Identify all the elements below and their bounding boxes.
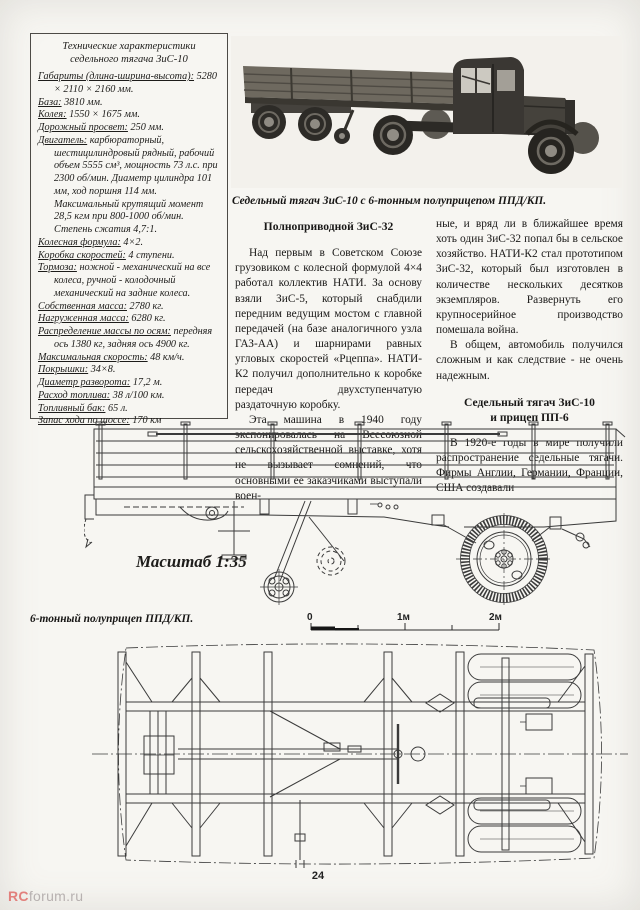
article-heading-zis32: Полноприводной ЗиС-32	[263, 220, 394, 233]
spec-item: Максимальная скорость: 48 км/ч.	[38, 352, 220, 365]
spec-item: Коробка скоростей: 4 ступени.	[38, 250, 220, 263]
heading-line1: Седельный тягач ЗиС-10	[464, 395, 595, 409]
spec-box: Технические характеристики седельного тя…	[30, 33, 228, 426]
spec-item: Двигатель: карбюраторный, шестицилиндров…	[38, 135, 220, 237]
spec-label: Собственная масса:	[38, 300, 127, 312]
spec-item: База: 3810 мм.	[38, 97, 220, 110]
photo-caption: Седельный тягач ЗиС-10 с 6-тонным полупр…	[232, 195, 547, 207]
spec-value: 250 мм.	[130, 122, 164, 133]
article-paragraph: ные, и вряд ли в ближайшее время хоть од…	[436, 218, 623, 337]
spec-item: Распределение массы по осям: передняя ос…	[38, 326, 220, 352]
spec-item: Дорожный просвет: 250 мм.	[38, 122, 220, 135]
spec-item: Покрышки: 34×8.	[38, 364, 220, 377]
spec-label: Максимальная скорость:	[38, 351, 148, 363]
spec-label: Двигатель:	[38, 134, 88, 146]
spec-item: Топливный бак: 65 л.	[38, 403, 220, 416]
spec-value: 65 л.	[107, 402, 128, 414]
spec-label: Нагруженная масса:	[38, 313, 129, 325]
spec-label: Расход топлива:	[38, 389, 111, 401]
spec-value: 170 км	[132, 415, 162, 427]
spec-value: 4×2.	[123, 236, 143, 248]
spec-label: Покрышки:	[38, 364, 89, 376]
trailer-caption: 6-тонный полуприцеп ППД/КП.	[30, 613, 194, 625]
spec-value: 48 км/ч.	[150, 351, 185, 363]
spec-value: передняя ось 1380 кг, задняя ось 4900 кг…	[54, 326, 213, 350]
scalebar-1m: 1м	[397, 612, 410, 623]
spec-value: карбюраторный, шестицилиндровый рядный, …	[54, 134, 218, 235]
scalebar-2m: 2м	[489, 612, 502, 623]
spec-box-title: Технические характеристики седельного тя…	[38, 40, 220, 66]
scalebar-0: 0	[307, 612, 313, 623]
spec-item: Колея: 1550 × 1675 мм.	[38, 109, 220, 122]
spec-label: Колея:	[38, 109, 67, 121]
spec-item: Расход топлива: 38 л/100 км.	[38, 390, 220, 403]
spec-item: Диаметр разворота: 17,2 м.	[38, 377, 220, 390]
spec-item: Собственная масса: 2780 кг.	[38, 301, 220, 314]
spec-label: Колесная формула:	[38, 236, 121, 248]
spec-label: Тормоза:	[38, 262, 77, 274]
spec-label: Топливный бак:	[38, 402, 106, 414]
truck-photo	[231, 36, 622, 188]
spec-item: Нагруженная масса: 6280 кг.	[38, 313, 220, 326]
heading-line2: и прицеп ПП-6	[490, 410, 569, 424]
spec-label: Диаметр разворота:	[38, 377, 131, 388]
watermark: RCforum.ru	[8, 888, 83, 904]
page-number: 24	[311, 870, 325, 882]
spec-value: 38 л/100 км.	[112, 389, 165, 401]
spec-label: Запас хода по шоссе:	[38, 415, 130, 427]
stake-posts	[95, 421, 613, 480]
spec-label: Дорожный просвет:	[38, 122, 128, 133]
spec-item: Запас хода по шоссе: 170 км	[38, 415, 220, 428]
spec-label: Коробка скоростей:	[38, 249, 126, 261]
article-right-column: ные, и вряд ли в ближайшее время хоть од…	[436, 217, 623, 504]
article-paragraph: В общем, автомобиль получился сложным и …	[436, 339, 623, 382]
spec-value: 4 ступени.	[128, 249, 175, 261]
article-paragraph: В 1920-е годы в мире получили распростра…	[436, 436, 623, 495]
spec-title-line1: Технические характеристики	[62, 41, 196, 52]
article-heading-zis10: Седельный тягач ЗиС-10 и прицеп ПП-6	[436, 395, 623, 425]
spec-item: Тормоза: ножной - механический на все ко…	[38, 262, 220, 300]
spec-value: 3810 мм.	[64, 96, 103, 108]
spec-item: Колесная формула: 4×2.	[38, 237, 220, 250]
spec-value: 17,2 м.	[132, 377, 163, 388]
spec-value: 2780 кг.	[129, 300, 164, 312]
spec-value: 5280 × 2110 × 2160 мм.	[54, 71, 217, 95]
spec-label: Распределение массы по осям:	[38, 326, 171, 337]
spec-title-line2: седельного тягача ЗиС-10	[70, 54, 188, 65]
spec-label: Габариты (длина-ширина-высота):	[38, 71, 195, 82]
spec-value: 34×8.	[90, 364, 116, 376]
watermark-rc: RC	[8, 888, 29, 904]
spec-value: ножной - механический на все колеса, руч…	[54, 262, 211, 299]
spec-value: 1550 × 1675 мм.	[69, 109, 140, 121]
spec-label: База:	[38, 96, 62, 108]
article: Полноприводной ЗиС-32 Над первым в Совет…	[235, 217, 623, 504]
scale-label: Масштаб 1:35	[135, 552, 247, 571]
watermark-rest: forum.ru	[28, 888, 84, 904]
scale-bar: 0 1м 2м	[307, 612, 502, 631]
spec-value: 6280 кг.	[131, 313, 166, 325]
side-view-drawing: Масштаб 1:35	[84, 421, 626, 605]
spec-item: Габариты (длина-ширина-высота): 5280 × 2…	[38, 71, 220, 97]
plan-view-drawing	[92, 643, 628, 868]
article-paragraph: Над первым в Советском Союзе грузовиком …	[235, 247, 422, 411]
